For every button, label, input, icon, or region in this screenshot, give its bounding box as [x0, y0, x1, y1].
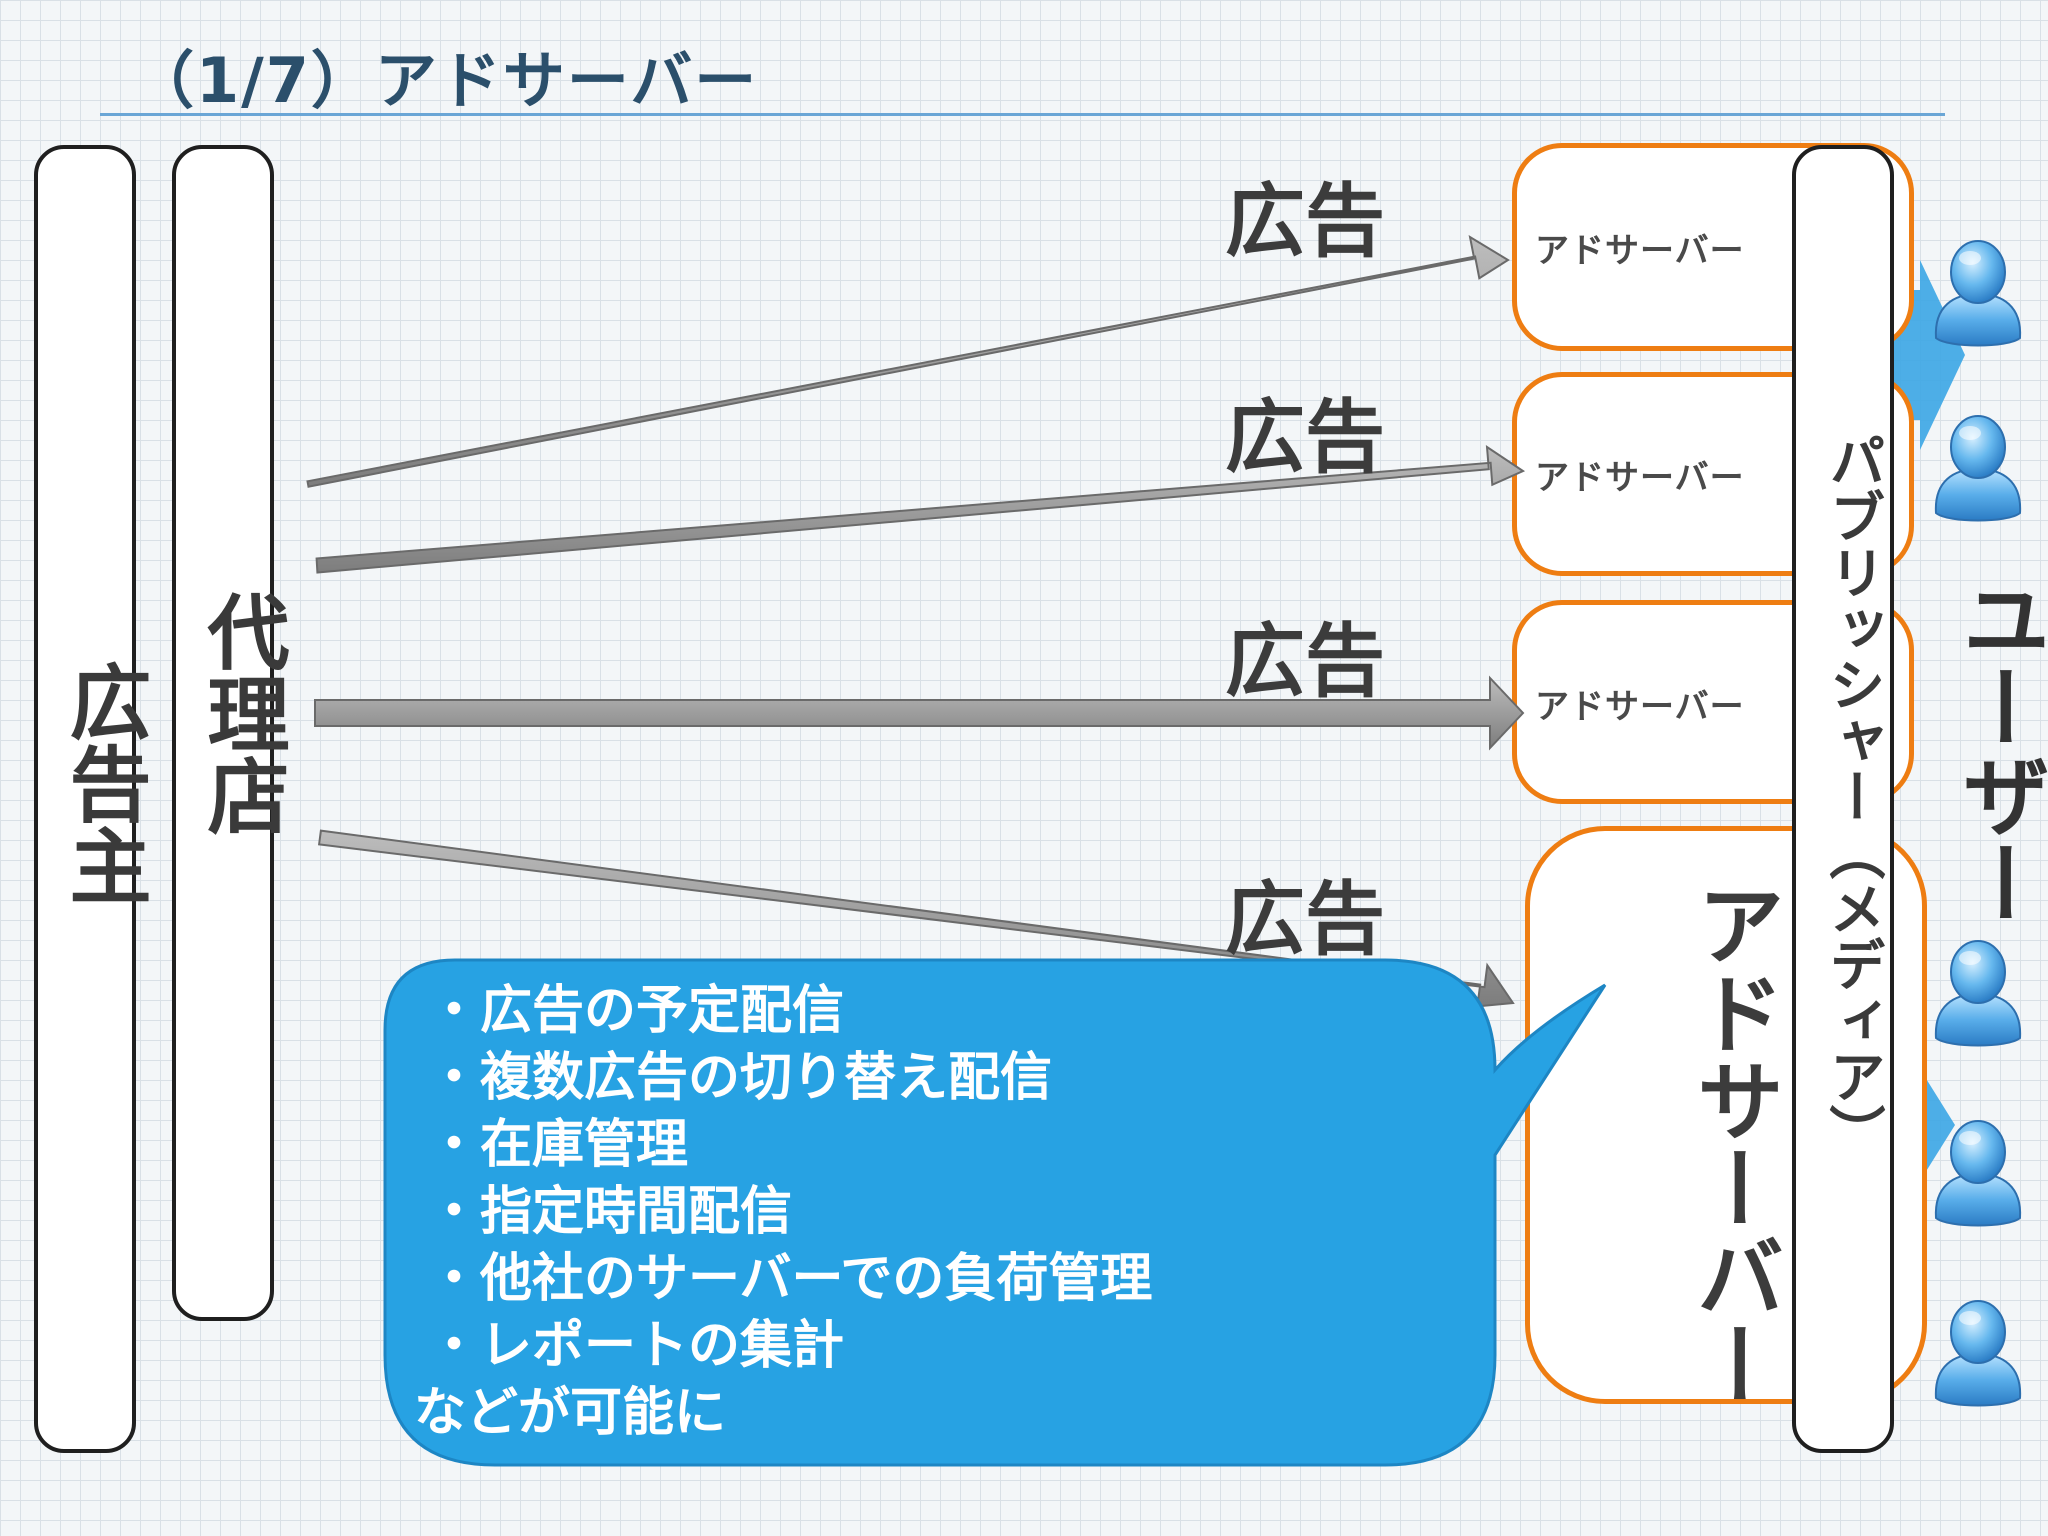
ad-server-label-3: アドサーバー	[1535, 687, 1745, 727]
callout-line-1: ・広告の予定配信	[428, 981, 845, 1041]
ad-arrow-4	[317, 829, 1515, 1008]
ad-arrow-2	[315, 445, 1526, 574]
slide-title: （1/7）アドサーバー	[132, 44, 759, 117]
callout-text: ・広告の予定配信 ・複数広告の切り替え配信 ・在庫管理 ・指定時間配信 ・他社の…	[414, 978, 1153, 1447]
ad-server-label-2: アドサーバー	[1535, 458, 1745, 498]
user-label: ユーザー	[1948, 575, 2048, 927]
agency-box	[172, 145, 274, 1321]
advertiser-label: 広告主	[55, 660, 150, 906]
callout-line-3: ・在庫管理	[428, 1115, 689, 1175]
publisher-label: パブリッシャー（メディア）	[1820, 432, 1885, 1160]
ad-arrow-1	[306, 234, 1510, 488]
ad-arrow-label-3: 広告	[1225, 615, 1385, 708]
callout-line-4: ・指定時間配信	[428, 1182, 793, 1242]
callout-line-5: ・他社のサーバーでの負荷管理	[428, 1249, 1153, 1309]
callout-line-7: などが可能に	[414, 1383, 727, 1443]
title-divider	[100, 113, 1945, 116]
callout-line-6: ・レポートの集計	[428, 1316, 845, 1376]
ad-arrow-3	[314, 675, 1525, 751]
ad-server-label-1: アドサーバー	[1535, 231, 1745, 271]
publisher-box	[1792, 145, 1894, 1453]
ad-server-large-label: アドサーバー	[1682, 880, 1785, 1408]
agency-label: 代理店	[193, 590, 288, 836]
advertiser-box	[34, 145, 136, 1453]
callout-line-2: ・複数広告の切り替え配信	[428, 1048, 1053, 1108]
ad-arrow-label-2: 広告	[1225, 391, 1385, 484]
ad-arrow-label-1: 広告	[1225, 175, 1385, 268]
ad-arrow-label-4: 広告	[1225, 873, 1385, 966]
callout-bubble	[383, 958, 1607, 1467]
